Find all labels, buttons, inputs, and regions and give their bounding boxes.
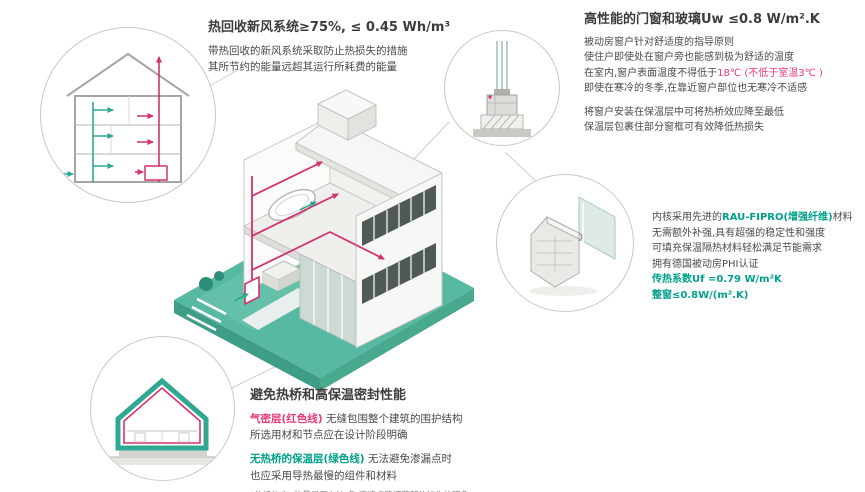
insulation-line: 无热桥的保温层(绿色线) 无法避免渗漏点时 xyxy=(250,453,452,466)
window-section-drawing xyxy=(473,41,531,137)
airtight-line: 气密层(红色线) 无缝包围整个建筑的围护结构 xyxy=(250,412,463,425)
frame-profile-drawing xyxy=(529,196,616,296)
seal-marker xyxy=(488,95,492,99)
profile-chambers xyxy=(537,235,573,271)
windows-title: 高性能的门窗和玻璃Uw ≤0.8 W/m².K xyxy=(584,12,820,27)
thermal-body-line: 也应采用导热最慢的组件和材料 xyxy=(250,469,397,482)
ventilation-inset-circle xyxy=(40,27,216,203)
thermal-text-block: 避免热桥和高保温密封性能 气密层(红色线) 无缝包围整个建筑的围护结构 所选用材… xyxy=(250,388,562,492)
profile-text-block: 内核采用先进的RAU-FIPRO(增强纤维)材料 无需额外补强,具有超强的稳定性… xyxy=(652,210,864,303)
profile-body-line: 无需额外补强,具有超强的稳定性和强度 xyxy=(652,227,826,239)
windows-body-line: 在室内,窗户表面温度不得低于18℃ (不低于室温3℃ ) xyxy=(584,67,823,79)
windows-body-line: 保温层包裹住部分窗框可有效降低热损失 xyxy=(584,122,764,134)
garden-steps xyxy=(181,297,227,340)
thermal-envelope-inset-circle xyxy=(90,336,235,481)
uw-value: 整窗≤0.8W/(m².K) xyxy=(652,289,749,301)
bush xyxy=(214,271,224,281)
hrv-unit-small xyxy=(144,165,168,181)
window-section-inset-circle xyxy=(444,30,560,146)
temperature-highlight: 18℃ (不低于室温3℃ ) xyxy=(717,67,823,79)
frame-block xyxy=(486,94,518,116)
ventilation-section-drawing xyxy=(55,52,190,183)
profile-body-line: 拥有德国被动房PHI认证 xyxy=(652,258,759,270)
uf-value: 传热系数Uf =0.79 W/m²K xyxy=(652,274,782,285)
windows-body-line: 将窗户安装在保温层中可将热桥效应降至最低 xyxy=(584,106,784,118)
insulation-label: 无热桥的保温层(绿色线) xyxy=(250,453,365,466)
windows-body-line: 即使在寒冷的冬季,在靠近窗户部位也无寒冷不适感 xyxy=(584,83,808,95)
glass-doors xyxy=(299,253,357,347)
glass-pane xyxy=(578,196,616,260)
ventilation-body-line: 带热回收的新风系统采取防止热损失的措施 xyxy=(208,44,408,57)
thermal-envelope-drawing xyxy=(99,377,226,465)
foundation xyxy=(119,447,207,457)
ventilation-body-line: 其所节约的能量远超其运行所耗费的能量 xyxy=(208,61,397,74)
bush xyxy=(199,277,213,291)
thermal-footnote: *热桥效应: 热量易于在边,角,连接点等细节部位流失的现象 xyxy=(250,491,562,492)
ventilation-title: 热回收新风系统≥75%, ≤ 0.45 Wh/m³ xyxy=(208,20,451,35)
airtight-label: 气密层(红色线) xyxy=(250,412,323,425)
frame-profile-inset-circle xyxy=(496,174,634,312)
airtight-layer-red xyxy=(123,386,201,444)
windows-body-line: 被动房窗户针对舒适度的指导原则 xyxy=(584,36,734,48)
ventilation-text-block: 热回收新风系统≥75%, ≤ 0.45 Wh/m³ 带热回收的新风系统采取防止热… xyxy=(208,20,460,75)
wall-sill xyxy=(473,129,531,137)
thermal-body-line: 所选用材和节点应在设计阶段明确 xyxy=(250,429,408,442)
bathtub xyxy=(268,188,316,222)
insulation-hatch xyxy=(480,114,524,130)
triple-glazing xyxy=(496,41,508,93)
fresh-air-arrows xyxy=(233,201,317,302)
window-facade xyxy=(355,172,443,349)
duct-lines xyxy=(251,161,385,284)
thermal-title: 避免热桥和高保温密封性能 xyxy=(250,388,407,403)
return-arrows xyxy=(135,113,154,175)
brand-highlight: RAU-FIPRO(增强纤维) xyxy=(722,212,833,223)
windows-text-block: 高性能的门窗和玻璃Uw ≤0.8 W/m².K 被动房窗户针对舒适度的指导原则 … xyxy=(584,12,860,136)
house-isometric-cutaway xyxy=(233,89,443,349)
profile-body-line: 可填充保温隔热材料轻松满足节能需求 xyxy=(652,243,822,254)
profile-body-line: 内核采用先进的RAU-FIPRO(增强纤维)材料 xyxy=(652,212,853,223)
roof-tower xyxy=(317,89,377,141)
gasket xyxy=(578,232,583,242)
windows-body-line: 使住户即使处在窗户旁也能感到极为舒适的温度 xyxy=(584,52,794,64)
